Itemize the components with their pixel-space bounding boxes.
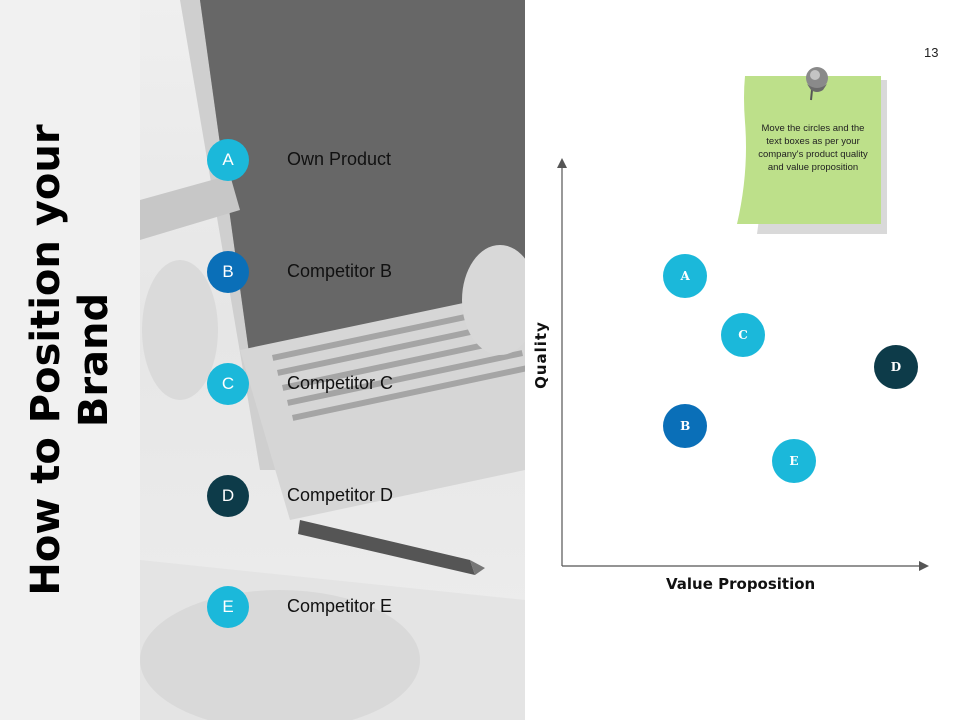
legend-circle-c[interactable]: C [207, 363, 249, 405]
chart-point-e[interactable]: E [772, 439, 816, 483]
legend-label-b: Competitor B [287, 261, 393, 281]
legend-circle-d[interactable]: D [207, 475, 249, 517]
sticky-note-text: Move the circles and the text boxes as p… [758, 123, 868, 173]
slide-title-line-1: How to Position your [23, 124, 69, 596]
left-band [0, 0, 140, 720]
chart-point-a[interactable]: A [663, 253, 708, 298]
positioning-chart [557, 158, 929, 571]
legend-label-e: Competitor E [287, 596, 393, 616]
page-number: 13 [924, 45, 939, 60]
legend-circle-a[interactable]: A [207, 139, 249, 181]
chart-point-c[interactable]: C [721, 313, 765, 357]
legend-label-c: Competitor C [287, 373, 394, 393]
chart-point-b[interactable]: B [663, 404, 708, 448]
sticky-note[interactable] [735, 62, 895, 237]
legend-circle-e[interactable]: E [207, 586, 249, 628]
title-area: How to Position your Brand [0, 0, 140, 720]
y-axis-arrow-icon [557, 158, 567, 168]
y-axis-label: Quality [532, 321, 550, 389]
chart-point-d[interactable]: D [874, 344, 918, 389]
pushpin-icon [806, 67, 828, 101]
legend-circle-b[interactable]: B [207, 251, 249, 293]
x-axis-label: Value Proposition [666, 575, 816, 593]
x-axis-arrow-icon [919, 561, 929, 571]
legend-label-d: Competitor D [287, 485, 394, 505]
slide-title-line-2: Brand [71, 292, 117, 428]
slide-title: How to Position your Brand [22, 124, 118, 595]
legend-label-a: Own Product [287, 149, 392, 169]
